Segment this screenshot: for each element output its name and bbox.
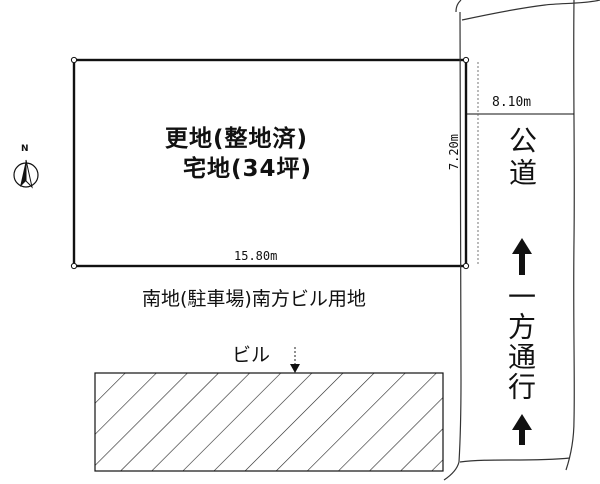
plot-depth-label: 7.20m bbox=[447, 134, 461, 171]
south-building-block bbox=[94, 372, 444, 472]
building-leader-arrowhead bbox=[290, 364, 300, 373]
plot-width-label: 15.80m bbox=[234, 249, 278, 263]
road-top-edge bbox=[461, 0, 600, 21]
one-way-traffic-label: 一方通行 bbox=[504, 282, 537, 402]
plot-title-line-2: 宅地(34坪) bbox=[183, 156, 313, 182]
road-bottom-edge bbox=[459, 457, 571, 463]
road-east-edge bbox=[565, 0, 575, 471]
building-label: ビル bbox=[232, 344, 271, 366]
road-name-label: 公道 bbox=[505, 126, 538, 190]
north-compass-icon bbox=[13, 159, 39, 189]
road-width-label: 8.10m bbox=[492, 95, 532, 110]
south-land-label: 南地(駐車場)南方ビル用地 bbox=[142, 288, 366, 310]
plot-title-line-1: 更地(整地済) bbox=[165, 126, 309, 152]
road-west-edge bbox=[443, 0, 462, 481]
one-way-arrow-icon bbox=[512, 238, 532, 445]
plot-corner-markers bbox=[70, 56, 470, 270]
plot-boundary bbox=[72, 58, 468, 268]
north-label: N bbox=[21, 144, 29, 154]
